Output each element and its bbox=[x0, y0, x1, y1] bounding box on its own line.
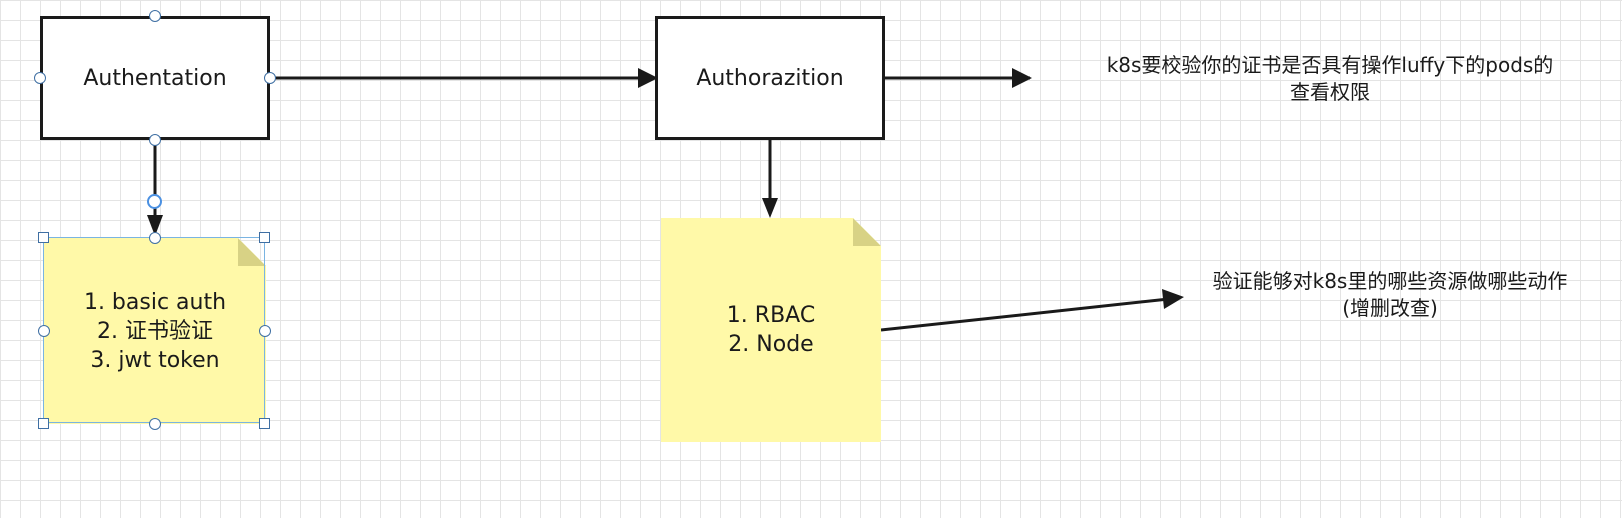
resize-handle-top-left[interactable] bbox=[38, 232, 49, 243]
annotation-line: 验证能够对k8s里的哪些资源做哪些动作 bbox=[1212, 269, 1568, 293]
auth-methods-note[interactable]: 1. basic auth 2. 证书验证 3. jwt token bbox=[44, 238, 266, 424]
resize-handle-bottom-right[interactable] bbox=[259, 418, 270, 429]
resize-handle-right[interactable] bbox=[259, 325, 271, 337]
note-fold-corner bbox=[853, 218, 881, 246]
authz-mode-line: 1. RBAC bbox=[726, 303, 816, 328]
authz-modes-note[interactable]: 1. RBAC 2. Node bbox=[661, 218, 881, 442]
authentication-left-handle[interactable] bbox=[34, 72, 46, 84]
authorization-node[interactable]: Authorazition bbox=[655, 16, 885, 140]
resize-handle-bottom-left[interactable] bbox=[38, 418, 49, 429]
authz-mode-line: 2. Node bbox=[728, 332, 814, 357]
authentication-node-label: Authentation bbox=[83, 65, 227, 91]
auth-method-line: 2. 证书验证 bbox=[97, 318, 213, 344]
arrowhead-authorization-to-modes bbox=[762, 198, 778, 218]
annotation-line: 查看权限 bbox=[1290, 80, 1370, 104]
authentication-right-handle[interactable] bbox=[264, 72, 276, 84]
arrow-modes-to-description bbox=[880, 296, 1179, 332]
auth-method-line: 3. jwt token bbox=[90, 347, 220, 373]
annotation-line: k8s要校验你的证书是否具有操作luffy下的pods的 bbox=[1106, 53, 1554, 77]
auth-method-line: 1. basic auth bbox=[83, 289, 227, 315]
resize-handle-top-right[interactable] bbox=[259, 232, 270, 243]
authz-result-annotation[interactable]: k8s要校验你的证书是否具有操作luffy下的pods的 查看权限 bbox=[1060, 52, 1600, 106]
authentication-bottom-handle[interactable] bbox=[149, 134, 161, 146]
resize-handle-top[interactable] bbox=[149, 232, 161, 244]
authentication-top-handle[interactable] bbox=[149, 10, 161, 22]
authorization-node-label: Authorazition bbox=[696, 65, 844, 91]
rbac-description-annotation[interactable]: 验证能够对k8s里的哪些资源做哪些动作 (增删改查) bbox=[1180, 268, 1600, 322]
arrowhead-authorization-to-result bbox=[1012, 68, 1032, 88]
authentication-node[interactable]: Authentation bbox=[40, 16, 270, 140]
resize-handle-left[interactable] bbox=[38, 325, 50, 337]
connector-endpoint-handle[interactable] bbox=[147, 194, 162, 209]
annotation-line: (增删改查) bbox=[1342, 296, 1438, 320]
selection-outline bbox=[43, 237, 265, 423]
resize-handle-bottom[interactable] bbox=[149, 418, 161, 430]
